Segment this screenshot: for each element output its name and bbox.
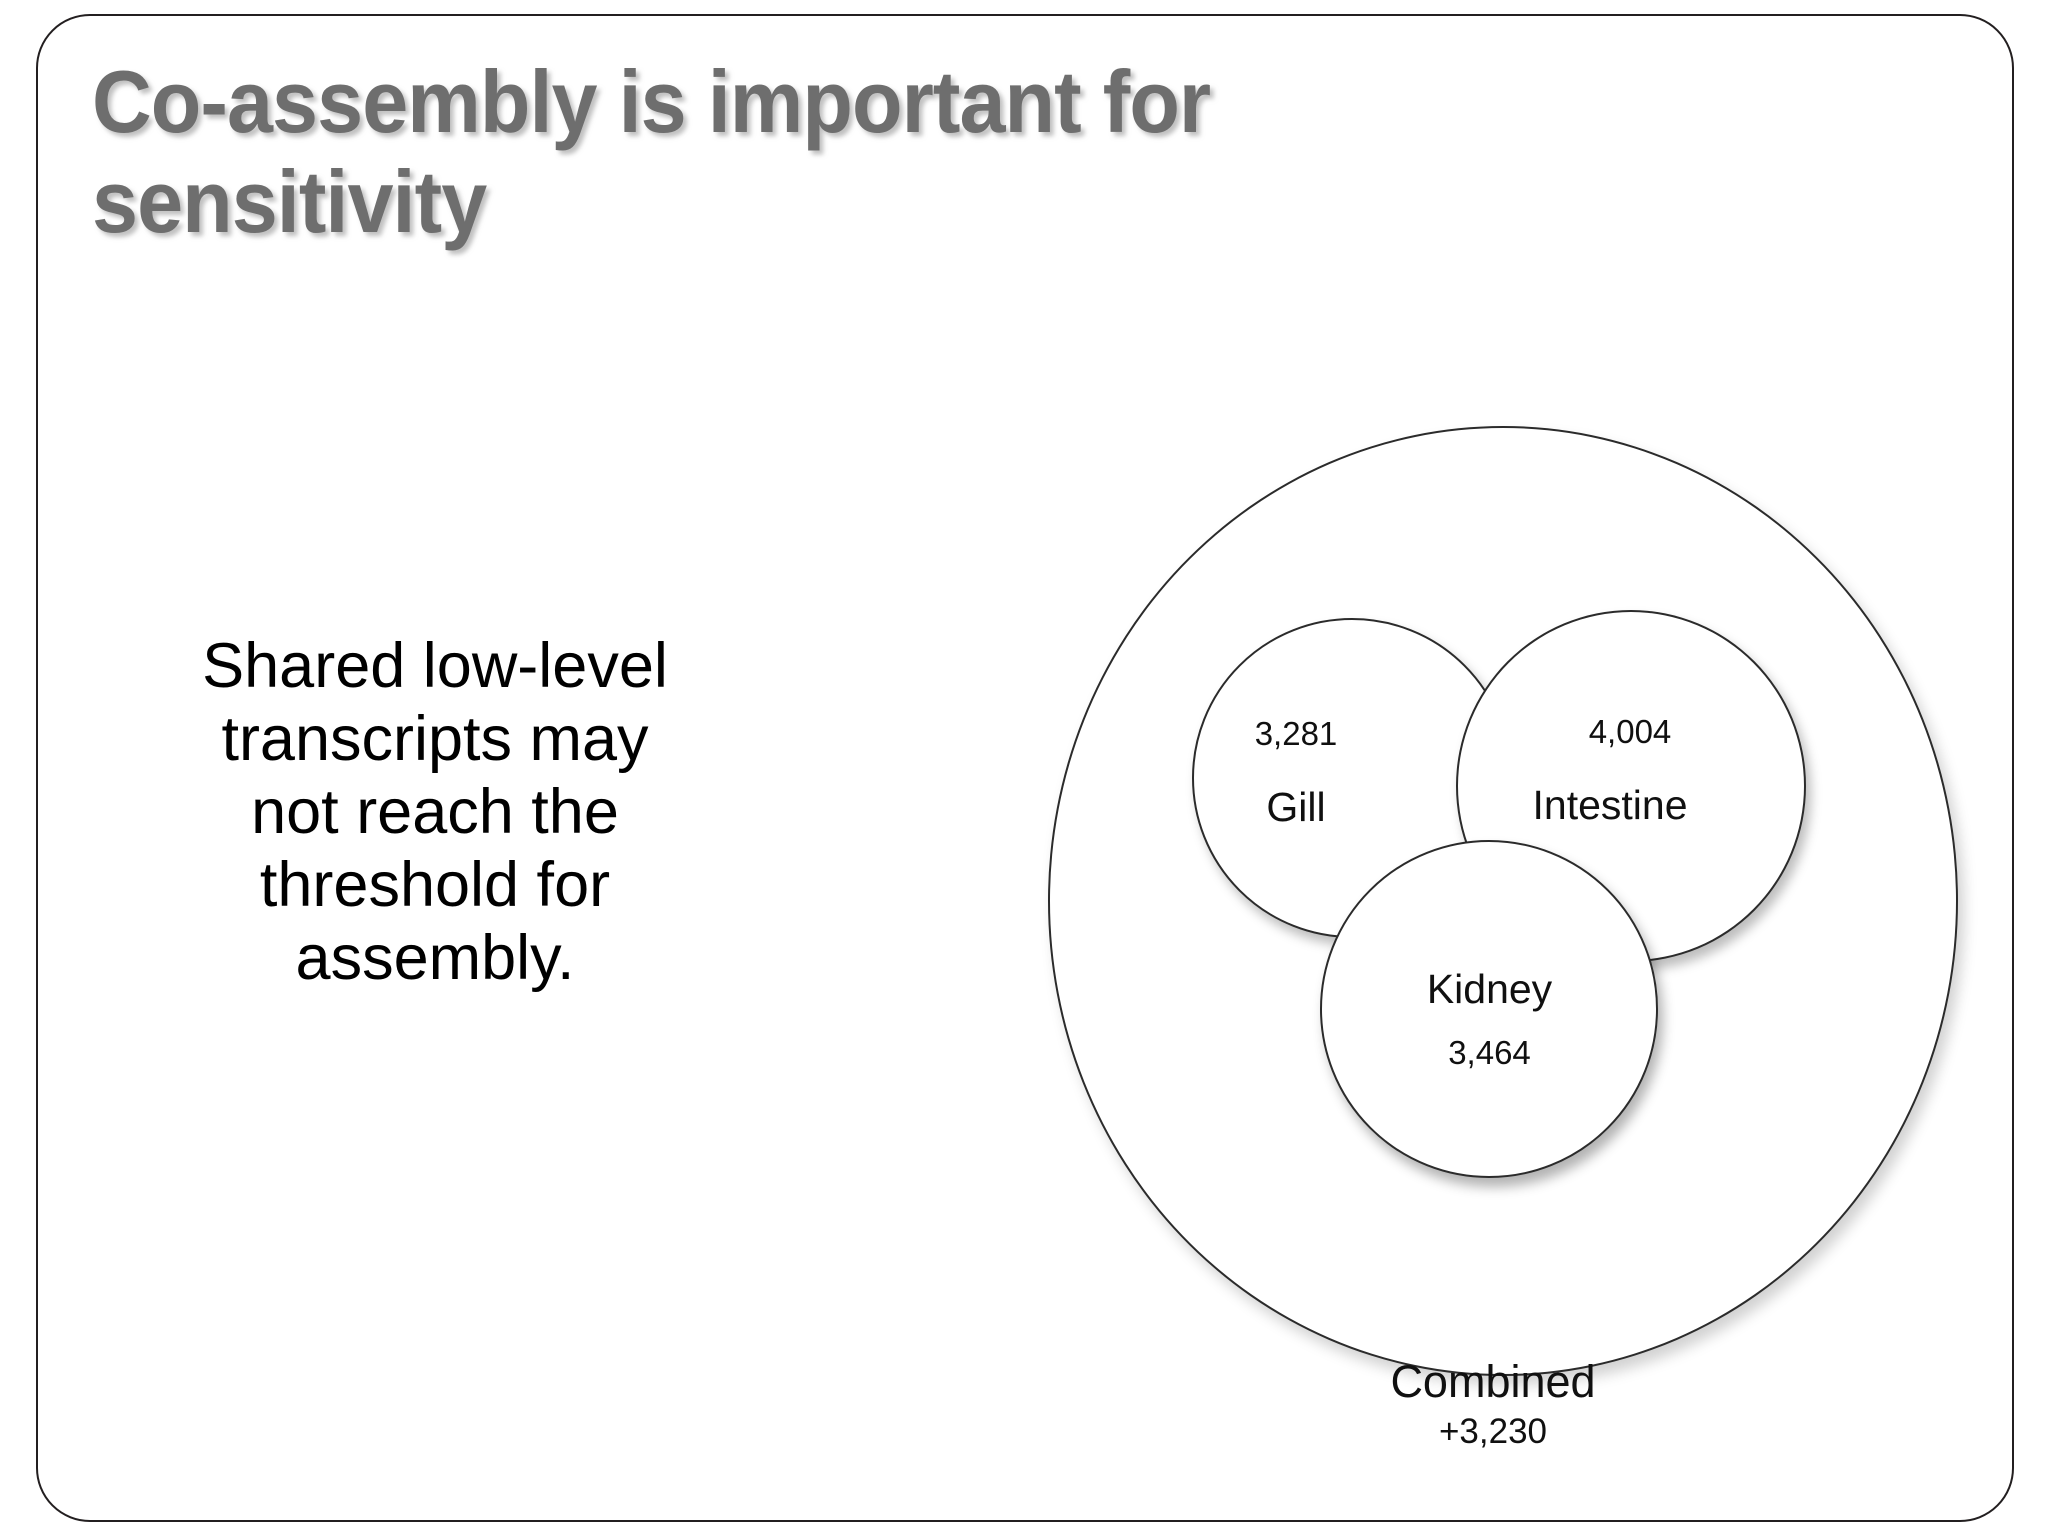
page-title: Co-assembly is important for sensitivity <box>92 52 1211 252</box>
combined-value: +3,230 <box>1438 1412 1548 1451</box>
gill-value: 3,281 <box>1254 715 1338 752</box>
intestine-value: 4,004 <box>1588 713 1672 750</box>
kidney-value: 3,464 <box>1448 1034 1531 1071</box>
circle-kidney <box>1320 840 1658 1178</box>
body-paragraph: Shared low-level transcripts may not rea… <box>202 631 668 994</box>
kidney-label: Kidney <box>1426 966 1553 1012</box>
intestine-label: Intestine <box>1532 782 1688 828</box>
combined-label: Combined <box>1390 1356 1596 1407</box>
gill-label: Gill <box>1266 784 1326 830</box>
circle-combined <box>1048 426 1958 1376</box>
venn-diagram: 3,281 Gill 4,004 Intestine Kidney 3,464 … <box>1020 400 2000 1451</box>
